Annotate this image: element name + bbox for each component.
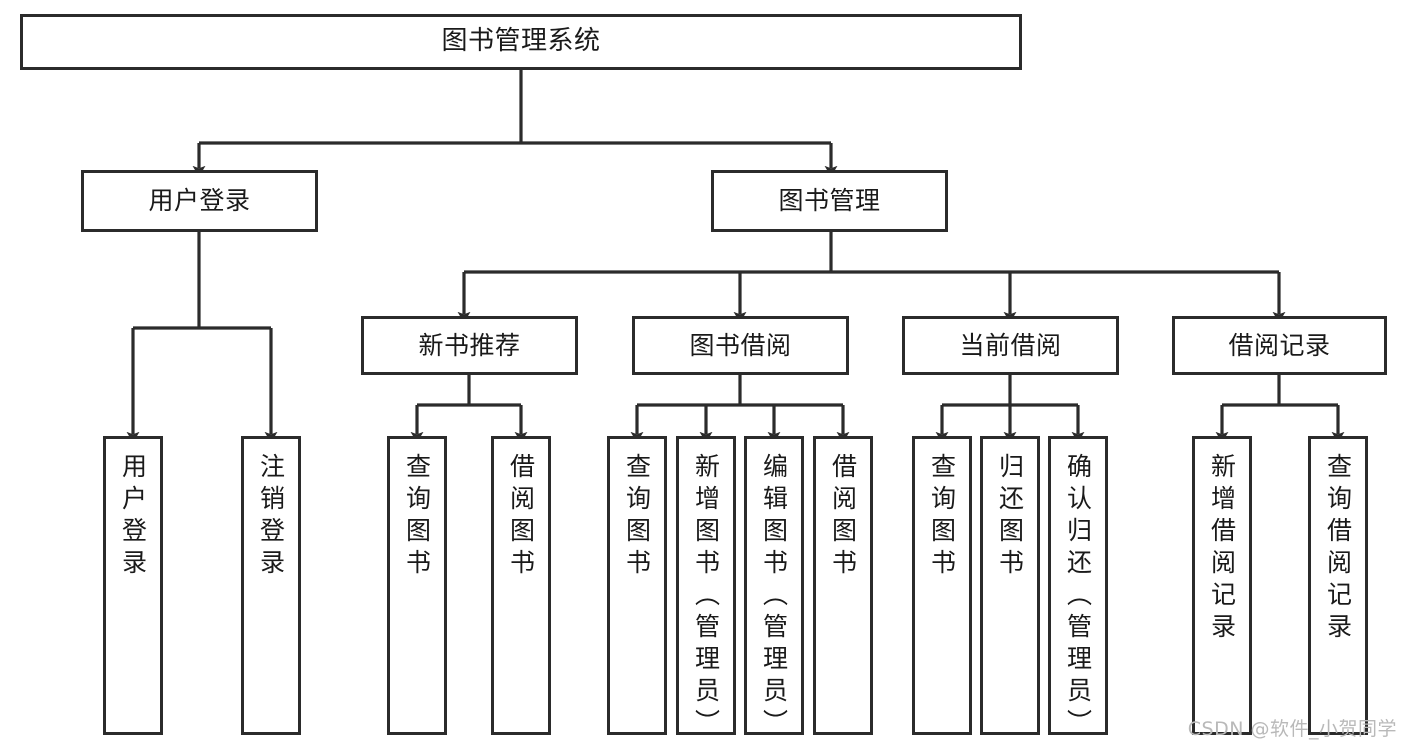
node-label: 借阅图书 — [828, 453, 858, 581]
node-label: 借阅记录 — [1228, 330, 1331, 360]
node-new-book-recommendation[interactable]: 新书推荐 — [361, 316, 578, 375]
leaf-book-borrow-add-book-admin[interactable]: 新增图书（管理员） — [676, 436, 736, 741]
node-book-management[interactable]: 图书管理 — [711, 170, 948, 232]
node-label: 图书管理系统 — [441, 26, 601, 57]
node-label: 新增图书（管理员） — [691, 453, 721, 741]
leaf-new-book-borrow-book[interactable]: 借阅图书 — [491, 436, 551, 735]
node-label: 编辑图书（管理员） — [759, 453, 789, 741]
node-label: 图书借阅 — [689, 330, 792, 360]
node-label: 查询图书 — [622, 453, 652, 581]
node-label: 查询借阅记录 — [1323, 453, 1353, 645]
leaf-book-borrow-query-book[interactable]: 查询图书 — [607, 436, 667, 735]
node-book-borrowing[interactable]: 图书借阅 — [632, 316, 849, 375]
node-root-book-management-system[interactable]: 图书管理系统 — [20, 14, 1022, 70]
node-label: 新书推荐 — [418, 330, 521, 360]
node-borrowing-record[interactable]: 借阅记录 — [1172, 316, 1387, 375]
node-label: 注销登录 — [256, 453, 286, 581]
node-label: 借阅图书 — [506, 453, 536, 581]
node-label: 归还图书 — [995, 453, 1025, 581]
node-label: 当前借阅 — [959, 330, 1062, 360]
node-label: 查询图书 — [402, 453, 432, 581]
node-label: 用户登录 — [118, 453, 148, 581]
node-label: 新增借阅记录 — [1207, 453, 1237, 645]
leaf-borrow-record-add-record[interactable]: 新增借阅记录 — [1192, 436, 1252, 735]
leaf-current-borrow-query-book[interactable]: 查询图书 — [912, 436, 972, 735]
node-user-login[interactable]: 用户登录 — [81, 170, 318, 232]
node-current-borrowing[interactable]: 当前借阅 — [902, 316, 1119, 375]
leaf-borrow-record-query-record[interactable]: 查询借阅记录 — [1308, 436, 1368, 735]
csdn-watermark: CSDN @软件_小贺同学 — [1187, 718, 1397, 740]
leaf-book-borrow-edit-book-admin[interactable]: 编辑图书（管理员） — [744, 436, 804, 741]
leaf-current-borrow-return-book[interactable]: 归还图书 — [980, 436, 1040, 735]
node-label: 确认归还（管理员） — [1063, 453, 1093, 741]
node-label: 查询图书 — [927, 453, 957, 581]
node-label: 用户登录 — [148, 186, 251, 215]
leaf-new-book-query-book[interactable]: 查询图书 — [387, 436, 447, 735]
node-label: 图书管理 — [778, 186, 881, 215]
leaf-user-login-logout[interactable]: 注销登录 — [241, 436, 301, 735]
leaf-user-login-login[interactable]: 用户登录 — [103, 436, 163, 735]
leaf-current-borrow-confirm-return-admin[interactable]: 确认归还（管理员） — [1048, 436, 1108, 741]
leaf-book-borrow-borrow-book[interactable]: 借阅图书 — [813, 436, 873, 735]
